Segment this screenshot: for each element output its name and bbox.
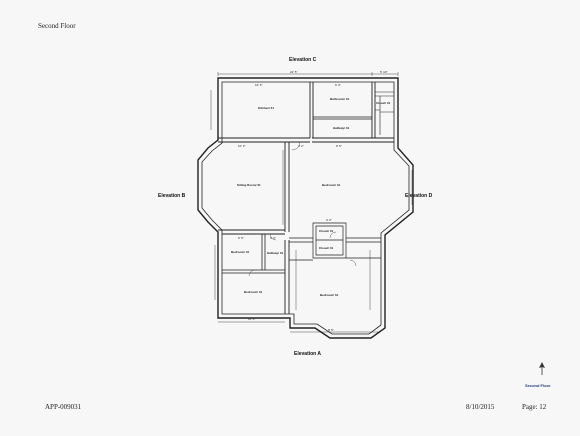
dimension-lines: [210, 72, 413, 333]
wall-bedroom-bottom: [289, 257, 381, 261]
dim-hall-width: 4' 2": [298, 144, 304, 148]
outer-wall-inner: [201, 81, 410, 335]
dim-closet-width: 3' 2": [326, 218, 332, 222]
room-kitchen-label: Kitchen/ 31: [258, 106, 274, 110]
room-bathroom-top-label: Bathroom/ 31: [330, 97, 350, 101]
room-bedroom-lower-right-label: Bedroom/ 31: [320, 293, 339, 297]
dim-bedroom-width: 9' 5": [336, 144, 342, 148]
page-number: Page: 12: [522, 403, 547, 411]
bates-number: APP-009031: [45, 403, 82, 411]
wall-kitchen-bath: [309, 82, 314, 138]
dim-bath-width: 6' 2": [335, 83, 341, 87]
elevation-b-label: Elevation B: [158, 193, 186, 199]
elevation-c-label: Elevation C: [289, 57, 317, 63]
wall-left-low: [222, 269, 285, 274]
outer-wall-outer: [197, 77, 414, 339]
dim-top-overall: 22' 5": [290, 70, 297, 74]
sheet-label: Second Floor: [525, 383, 551, 388]
room-closet-mid-1-label: Closet/ 31: [319, 229, 334, 233]
wall-closet-stack: [375, 91, 394, 135]
dim-bottom-left: 10' 6": [248, 317, 255, 321]
room-bedroom-lower-left-label: Bedroom/ 31: [244, 290, 263, 294]
room-hallway-small-label: Hallway/ 31: [267, 251, 284, 255]
room-bedroom-center-label: Bedroom/ 31: [322, 183, 341, 187]
wall-left-mid: [218, 229, 285, 235]
room-bedroom-small-label: Bedroom/ 31: [231, 250, 250, 254]
dim-sitting-width: 10' 3": [238, 144, 245, 148]
elevation-d-label: Elevation D: [405, 193, 433, 199]
wall-small-rooms: [261, 234, 266, 270]
dim-kitchen-width: 16' 6": [255, 83, 262, 87]
document-date: 8/10/2015: [466, 403, 495, 411]
north-arrow-icon: [539, 362, 545, 375]
dim-bottom-right: 8' 5": [328, 328, 334, 332]
elevation-a-label: Elevation A: [294, 351, 322, 357]
wall-bath-closet: [371, 82, 376, 138]
wall-top-row: [218, 137, 394, 143]
door-swings: [248, 141, 357, 277]
room-closet-mid-2-label: Closet/ 31: [319, 246, 334, 250]
dim-top-right: 5' 10": [380, 70, 387, 74]
room-hallway-top-label: Hallway/ 31: [333, 126, 350, 130]
wall-bath-hall: [313, 116, 372, 120]
room-closet-top-label: Closet/ 31: [376, 101, 391, 105]
page-title: Second Floor: [38, 22, 76, 30]
wall-middle-vertical: [284, 142, 290, 314]
room-sitting-room-label: Sitting Room/ 31: [237, 183, 261, 187]
wall-hall-center: [289, 237, 381, 243]
dim-small-hall: 3' 6": [270, 236, 276, 240]
dim-small-bed-width: 6' 5": [238, 236, 244, 240]
